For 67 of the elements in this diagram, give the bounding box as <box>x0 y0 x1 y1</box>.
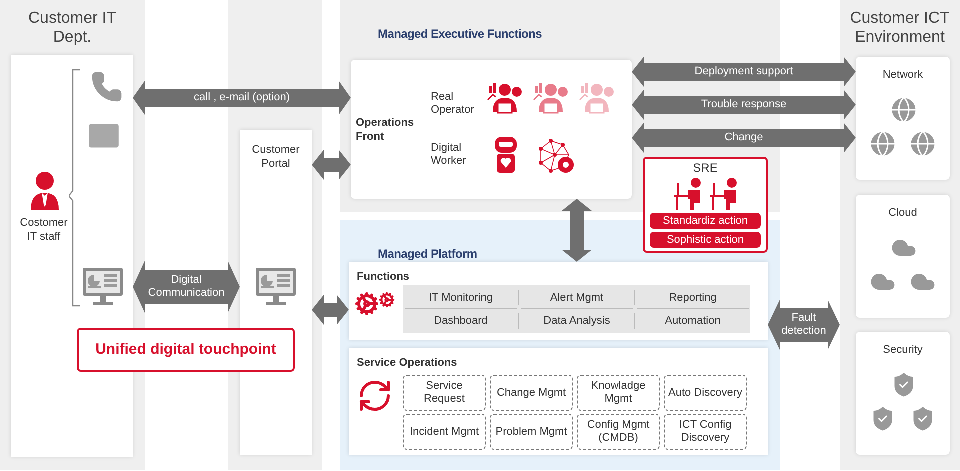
operation-box <box>403 414 486 450</box>
environment-card <box>856 57 950 180</box>
function-label: Data Analysis <box>542 314 612 329</box>
operation-box <box>403 375 486 411</box>
panel-title: Customer Portal <box>251 143 301 171</box>
edge-label: Fault detection <box>780 312 828 338</box>
action-badge: Sophistic action <box>650 232 761 248</box>
edge-label: Digital Communication <box>147 274 226 300</box>
operation-label: Incident Mgmt <box>408 424 480 440</box>
operation-label: Change Mgmt <box>496 386 568 400</box>
double-arrow <box>312 295 349 325</box>
panel-title: Service Operations <box>357 356 458 371</box>
edge-label: Change <box>724 132 764 144</box>
operation-label: Problem Mgmt <box>494 424 568 440</box>
row-label: Real Operator <box>431 91 476 117</box>
section-title: Managed Platform <box>378 246 478 263</box>
column-title: Customer IT Dept. <box>27 9 118 47</box>
functions-panel <box>349 262 768 340</box>
edge-label: call , e-mail (option) <box>194 92 290 104</box>
edge-label: Trouble response <box>701 98 787 112</box>
function-label: Reporting <box>668 291 718 306</box>
function-label: Automation <box>664 314 722 329</box>
double-arrow <box>632 90 856 120</box>
column-band <box>840 0 960 470</box>
panel-title: Cloud <box>888 206 918 221</box>
double-arrow <box>632 123 856 153</box>
function-item <box>521 287 633 309</box>
panel-title: Network <box>882 68 924 83</box>
environment-card <box>856 195 950 318</box>
operation-box <box>490 414 573 450</box>
function-item <box>637 287 749 309</box>
section-title: Managed Executive Functions <box>378 26 542 43</box>
operation-box <box>664 375 747 411</box>
action-badge: Standardiz action <box>650 213 761 229</box>
double-arrow <box>133 81 351 115</box>
touchpoint-box <box>77 328 295 372</box>
edge-label: Deployment support <box>694 66 794 78</box>
operation-box <box>577 414 660 450</box>
function-label: IT Monitoring <box>428 291 494 306</box>
double-arrow <box>312 150 351 180</box>
row-label: Digital Worker <box>431 142 468 168</box>
column-title: Customer ICT Environment <box>849 9 951 47</box>
double-arrow <box>632 57 856 87</box>
operation-box <box>490 375 573 411</box>
operation-box <box>664 414 747 450</box>
operation-label: Knowladge Mgmt <box>590 379 647 407</box>
person-label: Costomer IT staff <box>19 216 69 244</box>
column-band <box>0 0 145 470</box>
environment-card <box>856 332 950 455</box>
panel-title: Functions <box>357 270 410 285</box>
operation-box <box>577 375 660 411</box>
operation-label: Auto Discovery <box>668 386 744 400</box>
operation-label: ICT Config Discovery <box>678 418 733 446</box>
operations-panel <box>351 60 632 199</box>
double-arrow <box>562 199 592 262</box>
touchpoint-label: Unified digital touchpoint <box>94 340 278 360</box>
operations-panel <box>349 348 768 455</box>
function-label: Dashboard <box>433 314 489 329</box>
double-arrow <box>768 300 840 350</box>
panel-title: SRE <box>692 161 719 175</box>
sre-panel <box>643 157 768 253</box>
panel-title: Operations Front <box>356 116 416 144</box>
function-label: Alert Mgmt <box>549 291 605 306</box>
operation-label: Service Request <box>423 379 466 407</box>
panel-title: Security <box>882 343 924 358</box>
operation-label: Config Mgmt (CMDB) <box>586 418 651 446</box>
double-arrow <box>133 261 240 313</box>
